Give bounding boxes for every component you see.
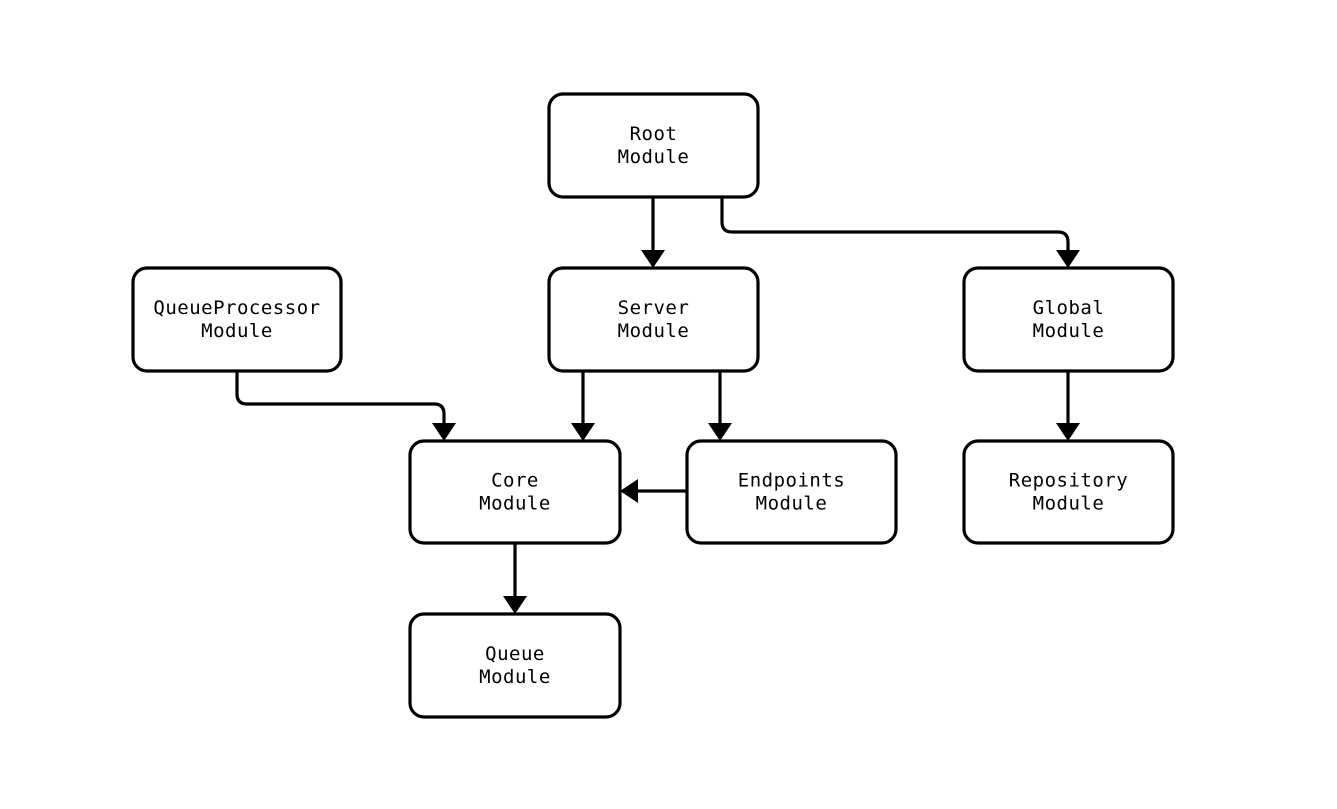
- node-box[interactable]: [408, 612, 622, 719]
- node-box[interactable]: [547, 92, 760, 199]
- edge-root-to-server: [641, 197, 665, 268]
- edge-core-to-queue: [503, 543, 527, 614]
- node-box[interactable]: [962, 266, 1175, 373]
- node-box[interactable]: [547, 266, 760, 373]
- node-label-secondary: Module: [756, 493, 828, 515]
- edge-line: [235, 371, 446, 425]
- node-label-secondary: Module: [618, 320, 690, 342]
- node-label-secondary: Module: [479, 666, 551, 688]
- edge-root-to-global: [720, 197, 1080, 268]
- edge-arrowhead: [620, 479, 638, 503]
- node-box[interactable]: [685, 439, 898, 545]
- node-label-primary: QueueProcessor: [153, 297, 320, 319]
- edge-queueprocessor-to-core: [235, 371, 456, 441]
- node-box[interactable]: [131, 266, 343, 373]
- node-label-primary: Root: [630, 123, 678, 145]
- node-box[interactable]: [962, 439, 1175, 545]
- node-label-secondary: Module: [1033, 320, 1105, 342]
- node-label-primary: Endpoints: [738, 470, 845, 492]
- node-label-primary: Repository: [1009, 470, 1128, 492]
- edge-arrowhead: [503, 596, 527, 614]
- edge-endpoints-to-core: [620, 479, 687, 503]
- node-label-secondary: Module: [618, 146, 690, 168]
- edge-layer: [235, 197, 1080, 614]
- node-label-primary: Global: [1033, 297, 1105, 319]
- node-label-primary: Queue: [485, 643, 545, 665]
- edge-arrowhead: [708, 423, 732, 441]
- node-label-secondary: Module: [479, 493, 551, 515]
- edge-line: [720, 197, 1070, 252]
- node-label-primary: Core: [491, 470, 539, 492]
- edge-arrowhead: [432, 423, 456, 441]
- edge-server-to-core: [571, 371, 595, 441]
- node-label-secondary: Module: [201, 320, 273, 342]
- node-label-primary: Server: [618, 297, 690, 319]
- edge-arrowhead: [571, 423, 595, 441]
- node-layer: RootModuleQueueProcessorModuleServerModu…: [131, 92, 1175, 719]
- edge-arrowhead: [641, 250, 665, 268]
- edge-arrowhead: [1056, 423, 1080, 441]
- node-box[interactable]: [408, 439, 622, 545]
- edge-global-to-repository: [1056, 371, 1080, 441]
- edge-arrowhead: [1056, 250, 1080, 268]
- edge-server-to-endpoints: [708, 371, 732, 441]
- node-label-secondary: Module: [1033, 493, 1105, 515]
